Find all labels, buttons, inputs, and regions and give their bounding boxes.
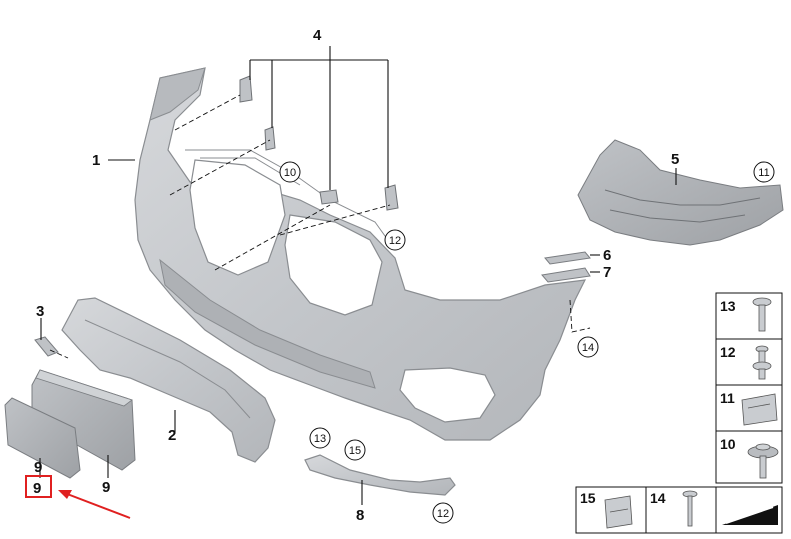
lower-trim-strip <box>304 454 456 496</box>
bumper-trim-panel <box>134 67 587 441</box>
license-plate-base-lower <box>4 397 81 479</box>
legend-item-13: 13 <box>715 292 783 340</box>
callout-11: 11 <box>753 161 775 183</box>
bumper-bracket-right <box>577 139 784 246</box>
svg-text:13: 13 <box>314 433 326 445</box>
callout-4: 4 <box>313 27 322 44</box>
legend-item-11: 11 <box>715 384 783 432</box>
svg-text:13: 13 <box>720 298 736 314</box>
callout-8: 8 <box>356 507 364 524</box>
callout-9-lower: 9 <box>34 459 42 476</box>
callout-5: 5 <box>671 151 679 168</box>
callout-labels: 1 2 3 4 5 6 7 8 9 9 <box>34 27 679 524</box>
mounting-clips-4 <box>239 75 399 211</box>
license-plate-base-upper <box>31 369 136 471</box>
circled-callouts: 10 11 12 12 13 14 15 <box>279 161 775 524</box>
wedge-icon <box>722 505 778 525</box>
callout-3: 3 <box>36 303 44 320</box>
lower-spoiler <box>61 297 276 463</box>
svg-text:10: 10 <box>284 167 296 179</box>
callout-6: 6 <box>603 247 611 264</box>
legend-item-14: 14 <box>645 486 717 534</box>
svg-text:12: 12 <box>720 344 736 360</box>
screw-14-icon <box>682 490 698 527</box>
clip-15-icon <box>604 495 633 529</box>
callout-1: 1 <box>92 152 100 169</box>
callout-14: 14 <box>577 336 599 358</box>
callout-9-upper: 9 <box>102 479 110 496</box>
svg-text:11: 11 <box>758 167 769 179</box>
svg-text:14: 14 <box>582 342 594 354</box>
highlight-marker: 9 <box>25 475 131 519</box>
assembly-dashed-lines <box>49 94 591 359</box>
leader-lines <box>39 46 677 505</box>
svg-text:12: 12 <box>389 235 401 247</box>
screw-13-icon <box>752 297 772 332</box>
callout-15: 15 <box>344 439 366 461</box>
bracket-6 <box>544 251 591 265</box>
callout-9-highlighted: 9 <box>33 480 41 497</box>
rivet-12-icon <box>752 345 772 380</box>
callout-10: 10 <box>279 161 301 183</box>
svg-text:10: 10 <box>720 436 736 452</box>
bracket-7 <box>541 267 591 283</box>
legend-item-12: 12 <box>715 338 783 386</box>
callout-13: 13 <box>309 427 331 449</box>
callout-7: 7 <box>603 264 611 281</box>
clip-nut-11-icon <box>741 393 778 426</box>
svg-text:15: 15 <box>580 490 596 506</box>
svg-text:12: 12 <box>437 508 449 520</box>
bracket-3 <box>34 336 59 357</box>
legend-item-10: 10 <box>715 430 783 484</box>
callout-2: 2 <box>168 427 176 444</box>
screw-washer-10-icon <box>747 443 779 479</box>
callout-12-bottom: 12 <box>432 502 454 524</box>
fastener-legend: 13 12 11 <box>575 292 783 534</box>
svg-text:11: 11 <box>720 390 735 406</box>
callout-12-top: 12 <box>384 229 406 251</box>
svg-text:14: 14 <box>650 490 666 506</box>
legend-item-15: 15 <box>575 486 647 534</box>
svg-text:15: 15 <box>349 445 361 457</box>
legend-direction-box <box>715 486 783 534</box>
